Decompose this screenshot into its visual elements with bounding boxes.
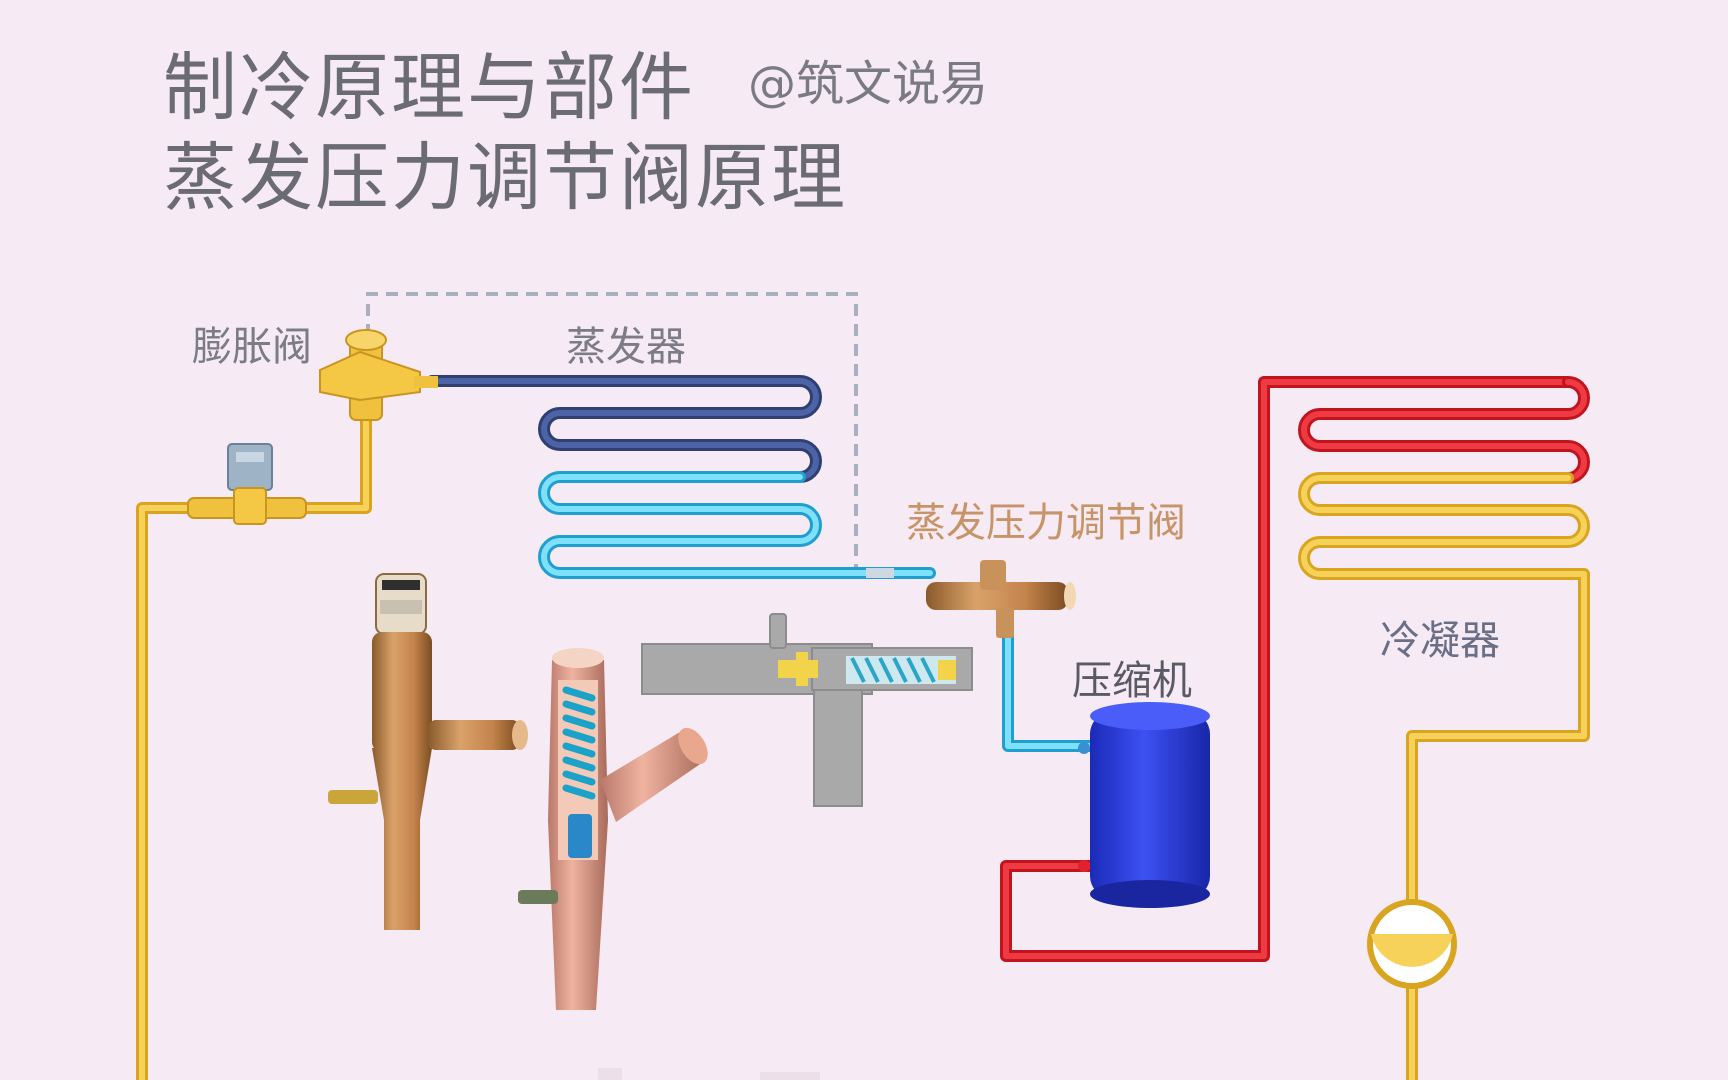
discharge-line — [1000, 376, 1568, 962]
expansion-valve — [319, 329, 438, 421]
copper-valve-photo-1 — [328, 573, 528, 930]
page-title: 制冷原理与部件 — [163, 45, 695, 131]
bottom-fragment — [598, 1068, 622, 1080]
suction-line — [1002, 600, 1090, 752]
page-subtitle: 蒸发压力调节阀原理 — [163, 135, 847, 221]
compressor — [1078, 702, 1210, 908]
sensing-line — [366, 292, 880, 574]
condenser-coil — [1298, 376, 1590, 1080]
label-condenser: 冷凝器 — [1380, 618, 1500, 664]
solenoid-valve — [187, 443, 307, 525]
label-evaporator: 蒸发器 — [566, 324, 686, 370]
label-epr-valve: 蒸发压力调节阀 — [906, 500, 1186, 546]
epr-valve-cutaway — [641, 613, 973, 807]
label-compressor: 压缩机 — [1072, 658, 1192, 704]
label-expansion-valve: 膨胀阀 — [192, 324, 312, 370]
copper-valve-photo-2 — [518, 648, 708, 1010]
evaporator-coil — [426, 375, 936, 579]
author-handle: @筑文说易 — [748, 56, 989, 112]
liquid-receiver — [1367, 899, 1457, 989]
bottom-fragment — [760, 1072, 820, 1080]
epr-valve — [866, 560, 1076, 638]
